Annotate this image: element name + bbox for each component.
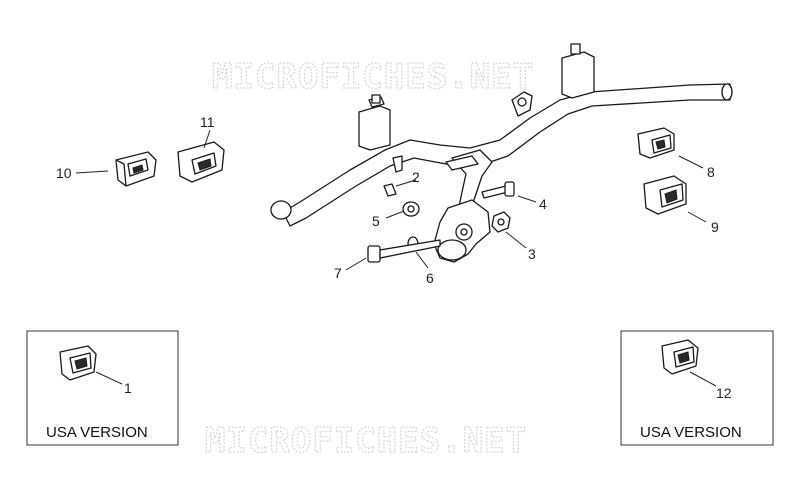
bushing-part-5	[402, 201, 420, 217]
usa-version-label-left: USA VERSION	[46, 424, 148, 441]
bolt-part-7	[367, 239, 441, 263]
callout-11: 11	[200, 114, 215, 130]
watermark-bottom: MICROFICHES.NET	[205, 421, 527, 461]
usa-version-label-right: USA VERSION	[640, 424, 742, 441]
watermark-top: MICROFICHES.NET	[212, 57, 534, 97]
usa-version-box-right: 12 USA VERSION	[620, 330, 774, 446]
callout-9: 9	[711, 219, 719, 235]
switch-part-10	[115, 151, 157, 187]
nut-part-3	[491, 211, 511, 233]
callout-7: 7	[334, 265, 342, 281]
callout-10: 10	[56, 165, 72, 181]
callout-1: 1	[124, 380, 132, 396]
leader-lines	[75, 129, 717, 387]
callout-3: 3	[528, 246, 536, 262]
clip-part-2	[383, 183, 397, 197]
switch-part-9	[643, 175, 687, 215]
callout-4: 4	[539, 196, 547, 212]
usa-version-box-left: 1 USA VERSION	[26, 330, 179, 446]
switch-part-1	[59, 345, 97, 381]
switch-part-8	[637, 127, 675, 159]
switch-part-11	[177, 141, 225, 183]
callout-12: 12	[716, 385, 732, 401]
bolt-part-4	[481, 181, 515, 199]
callout-6: 6	[426, 270, 434, 286]
callout-2: 2	[412, 169, 420, 185]
callout-8: 8	[707, 164, 715, 180]
callout-5: 5	[372, 213, 380, 229]
handlebar	[270, 43, 733, 263]
switch-part-12	[661, 339, 699, 375]
